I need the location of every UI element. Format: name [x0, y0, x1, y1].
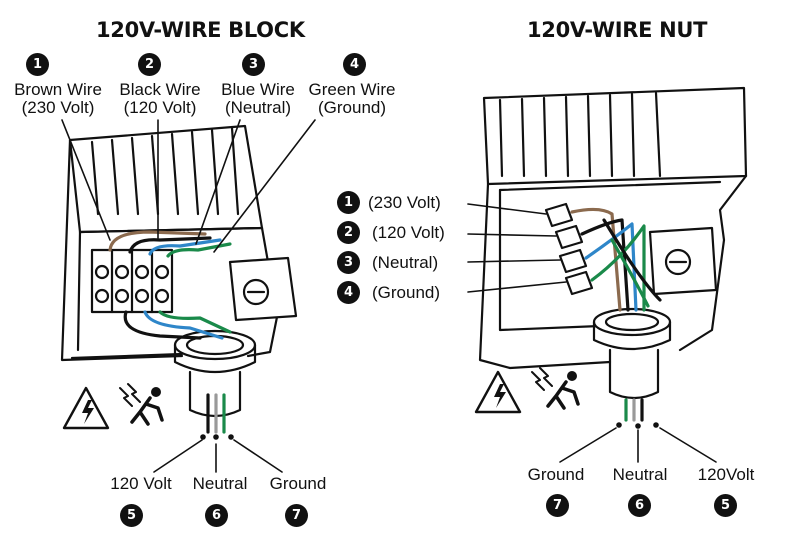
left-wire-4-spec: (Ground) — [317, 98, 387, 117]
left-wire-1-spec: (230 Volt) — [21, 98, 95, 117]
left-bottom-badge-7: 7 — [285, 504, 308, 527]
electric-hazard-warning-icon — [62, 386, 110, 430]
left-bottom-dots — [200, 434, 234, 440]
right-wires — [570, 207, 662, 422]
left-bottom-badge-6: 6 — [205, 504, 228, 527]
left-wire-3-spec: (Neutral) — [224, 98, 292, 117]
terminal-block — [90, 248, 174, 314]
right-wire-1-badge: 1 — [337, 191, 360, 214]
right-wire-3-badge: 3 — [337, 251, 360, 274]
electrocution-person-icon-right — [531, 367, 580, 410]
wire-nuts — [544, 202, 594, 296]
right-bottom-dots — [616, 422, 659, 429]
right-wire-4-badge: 4 — [337, 281, 360, 304]
electrocution-person-icon — [119, 383, 164, 426]
left-wire-4-badge: 4 — [343, 53, 366, 76]
right-bottom-label-ground: Ground — [527, 465, 585, 484]
right-leader-lines — [467, 203, 717, 463]
left-wire-2-name: Black Wire — [119, 80, 201, 99]
right-wire-2-badge: 2 — [337, 221, 360, 244]
left-wire-1-name: Brown Wire — [14, 80, 102, 99]
left-wire-2-spec: (120 Volt) — [123, 98, 197, 117]
left-wire-3-badge: 3 — [242, 53, 265, 76]
electric-hazard-warning-icon-right — [474, 370, 522, 414]
left-bottom-label-neutral: Neutral — [192, 474, 248, 493]
left-bottom-badge-5: 5 — [120, 504, 143, 527]
right-fixture-housing — [478, 86, 748, 400]
right-bottom-badge-6: 6 — [628, 494, 651, 517]
right-wire-4-spec: (Ground) — [372, 283, 441, 302]
left-wire-2-badge: 2 — [138, 53, 161, 76]
left-title: 120V-WIRE BLOCK — [96, 18, 305, 42]
left-bottom-label-120volt: 120 Volt — [110, 474, 172, 493]
right-wire-2-spec: (120 Volt) — [372, 223, 445, 242]
right-bottom-label-neutral: Neutral — [612, 465, 668, 484]
right-bottom-badge-5: 5 — [714, 494, 737, 517]
right-wire-1-spec: (230 Volt) — [368, 193, 441, 212]
right-title: 120V-WIRE NUT — [527, 18, 708, 42]
left-bottom-label-ground: Ground — [269, 474, 327, 493]
left-leader-lines — [61, 119, 316, 473]
left-wire-3-name: Blue Wire — [221, 80, 295, 99]
right-wire-3-spec: (Neutral) — [372, 253, 439, 272]
left-wire-1-badge: 1 — [26, 53, 49, 76]
right-bottom-badge-7: 7 — [546, 494, 569, 517]
right-bottom-label-120volt: 120Volt — [697, 465, 755, 484]
left-wire-4-name: Green Wire — [308, 80, 396, 99]
left-fixture-housing — [60, 124, 298, 418]
left-wires — [108, 230, 232, 434]
